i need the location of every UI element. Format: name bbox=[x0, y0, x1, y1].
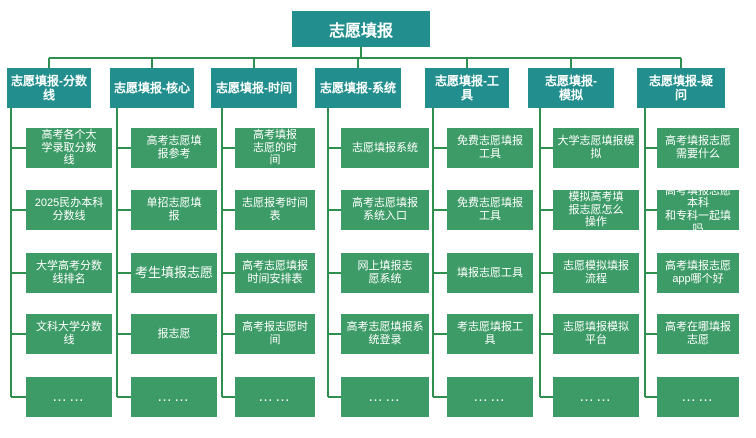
leaf-node: 免费志愿填报 工具 bbox=[447, 128, 533, 168]
more-leaf: …… bbox=[131, 377, 217, 417]
leaf-node: 高考各个大 学录取分数 线 bbox=[26, 128, 112, 168]
leaf-node: 高考填报 志愿的时 间 bbox=[235, 128, 315, 168]
leaf-node: 志愿填报模拟 平台 bbox=[553, 314, 639, 354]
category-node: 志愿填报-系统 bbox=[315, 68, 401, 108]
leaf-node: 考生填报志愿 bbox=[131, 253, 217, 293]
leaf-node: 高考填报志愿本科 和专科一起填吗 bbox=[657, 190, 739, 230]
leaf-node: 高考志愿填 报参考 bbox=[131, 128, 217, 168]
more-leaf: …… bbox=[447, 377, 533, 417]
leaf-node: 大学志愿填报模拟 bbox=[553, 128, 639, 168]
category-node: 志愿填报-工 具 bbox=[425, 68, 509, 108]
leaf-node: 志愿报考时间 表 bbox=[235, 190, 315, 230]
leaf-node: 高考填报志愿 app哪个好 bbox=[657, 253, 739, 293]
leaf-node: 网上填报志 愿系统 bbox=[341, 253, 429, 293]
category-node: 志愿填报-核心 bbox=[110, 68, 194, 108]
more-leaf: …… bbox=[553, 377, 639, 417]
leaf-node: 2025民办本科 分数线 bbox=[26, 190, 112, 230]
leaf-node: 免费志愿填报 工具 bbox=[447, 190, 533, 230]
category-node: 志愿填报- 模拟 bbox=[528, 68, 614, 108]
root-node: 志愿填报 bbox=[292, 11, 430, 47]
leaf-node: 高考志愿填报系 统登录 bbox=[341, 314, 429, 354]
leaf-node: 填报志愿工具 bbox=[447, 253, 533, 293]
leaf-node: 考志愿填报工 具 bbox=[447, 314, 533, 354]
leaf-node: 高考志愿填报 系统入口 bbox=[341, 190, 429, 230]
more-leaf: …… bbox=[341, 377, 429, 417]
more-leaf: …… bbox=[235, 377, 315, 417]
leaf-node: 高考在哪填报 志愿 bbox=[657, 314, 739, 354]
leaf-node: 高考志愿填报 时间安排表 bbox=[235, 253, 315, 293]
leaf-node: 大学高考分数 线排名 bbox=[26, 253, 112, 293]
leaf-node: 志愿填报系统 bbox=[341, 128, 429, 168]
more-leaf: …… bbox=[26, 377, 112, 417]
leaf-node: 报志愿 bbox=[131, 314, 217, 354]
leaf-node: 高考填报志愿 需要什么 bbox=[657, 128, 739, 168]
category-node: 志愿填报-分数线 bbox=[7, 68, 91, 108]
leaf-node: 文科大学分数 线 bbox=[26, 314, 112, 354]
category-node: 志愿填报-时间 bbox=[211, 68, 297, 108]
more-leaf: …… bbox=[657, 377, 739, 417]
leaf-node: 志愿模拟填报 流程 bbox=[553, 253, 639, 293]
leaf-node: 单招志愿填 报 bbox=[131, 190, 217, 230]
leaf-node: 模拟高考填 报志愿怎么 操作 bbox=[553, 190, 639, 230]
leaf-node: 高考报志愿时 间 bbox=[235, 314, 315, 354]
category-node: 志愿填报-疑 问 bbox=[637, 68, 725, 108]
